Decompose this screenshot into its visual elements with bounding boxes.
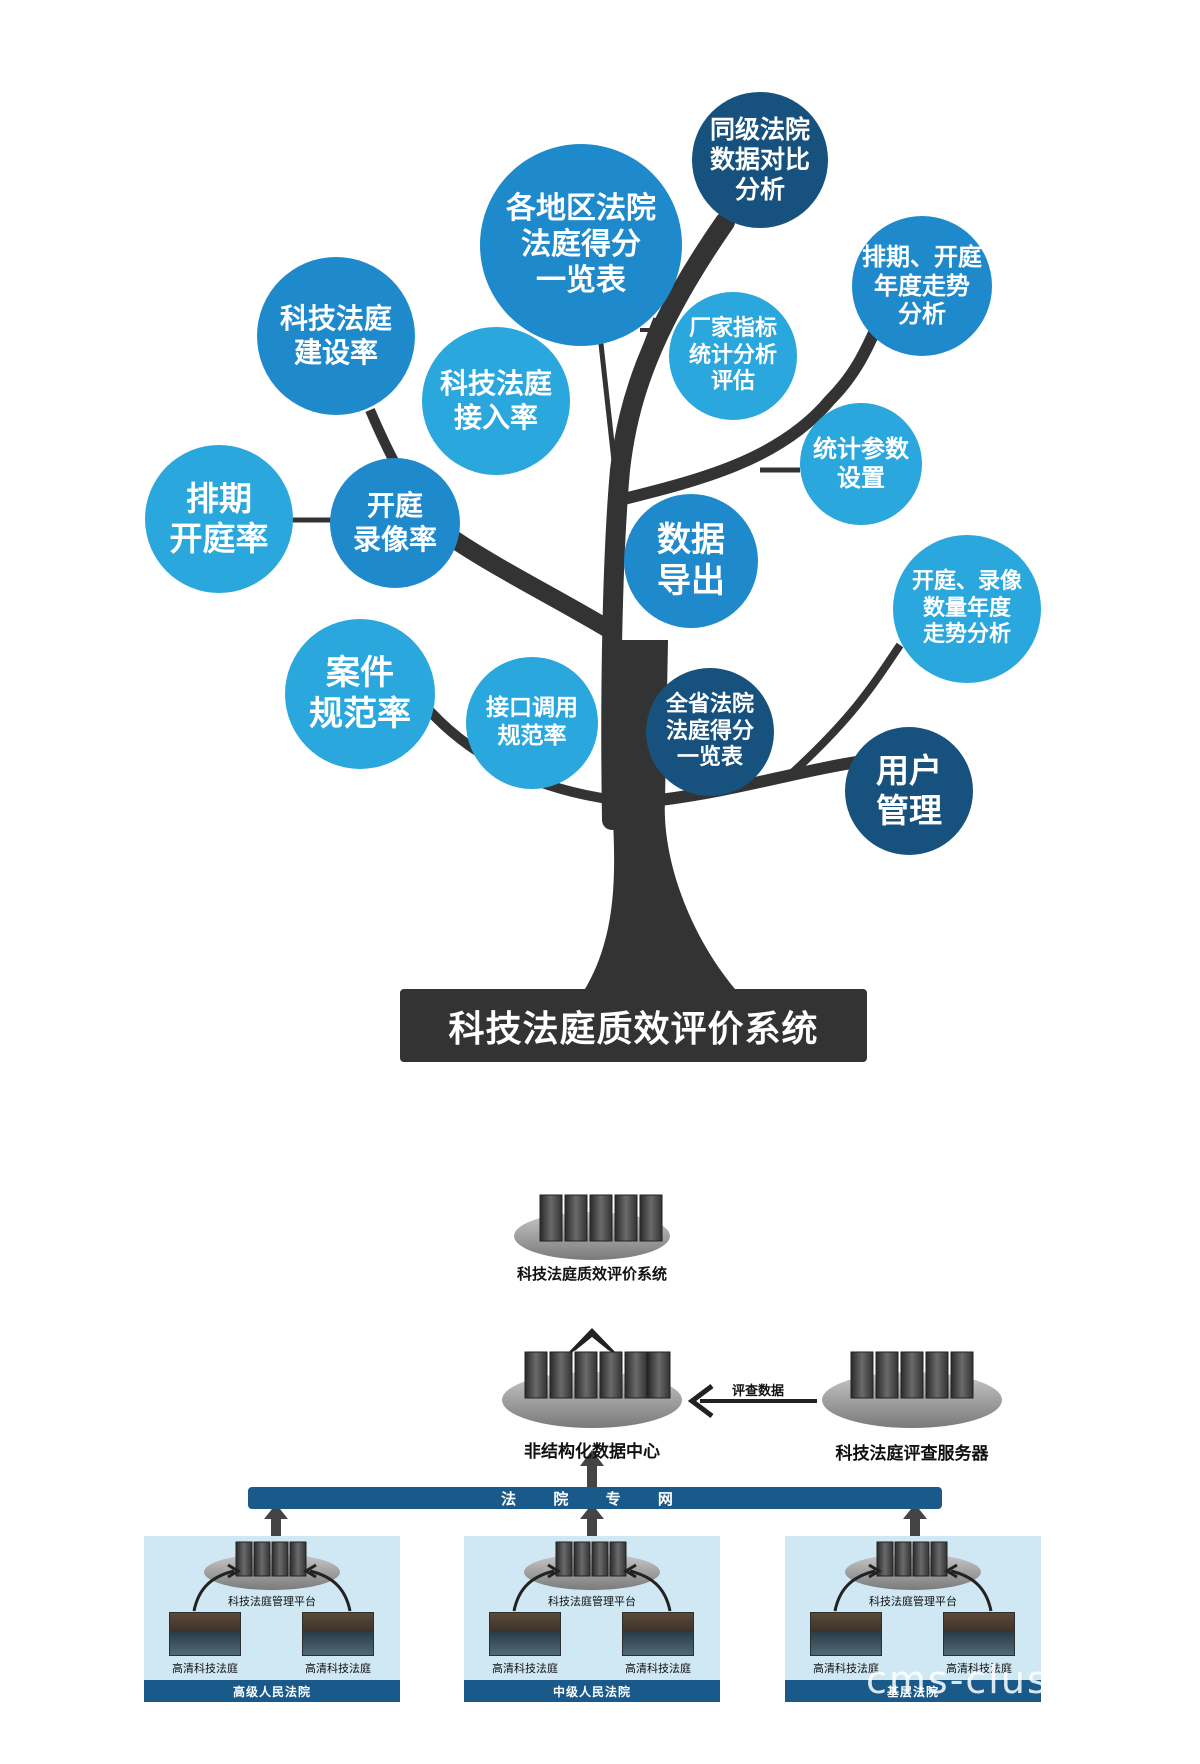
court-network-bar: 法 院 专 网 (248, 1487, 942, 1509)
court-panel-high: 科技法庭管理平台 高清科技法庭 高清科技法庭 高级人民法院 (144, 1536, 400, 1702)
bubble-api-standard-rate: 接口调用 规范率 (466, 657, 598, 789)
court-platform-label: 科技法庭管理平台 (548, 1595, 636, 1608)
court-name: 中级人民法院 (464, 1680, 720, 1702)
tree-root-label: 科技法庭质效评价系统 (400, 989, 867, 1062)
court-platform-label: 科技法庭管理平台 (869, 1595, 957, 1608)
top-system-label: 科技法庭质效评价系统 (516, 1265, 667, 1283)
data-center-node (502, 1351, 682, 1428)
court-panel-intermediate: 科技法庭管理平台 高清科技法庭 高清科技法庭 中级人民法院 (464, 1536, 720, 1702)
data-center-label: 非结构化数据中心 (524, 1442, 660, 1462)
court-room-photo (622, 1612, 694, 1656)
bubble-open-record-trend: 开庭、录像 数量年度 走势分析 (893, 535, 1041, 683)
bubble-stat-params: 统计参数 设置 (800, 403, 922, 525)
bubble-vendor-stats: 厂家指标 统计分析 评估 (669, 292, 797, 420)
tree-trunk (585, 640, 735, 989)
watermark: cms-clus (866, 1658, 1049, 1702)
court-room-label: 高清科技法庭 (946, 1662, 1012, 1675)
review-server-label: 科技法庭评查服务器 (835, 1444, 989, 1464)
review-server-node (822, 1351, 1002, 1428)
bubble-schedule-trend: 排期、开庭 年度走势 分析 (852, 216, 992, 356)
bubble-tech-court-access-rate: 科技法庭 接入率 (422, 327, 570, 475)
bubble-tech-court-build-rate: 科技法庭 建设率 (257, 257, 415, 415)
left-arrow-icon (687, 1384, 714, 1418)
bubble-case-standard-rate: 案件 规范率 (285, 619, 435, 769)
court-room-photo (489, 1612, 561, 1656)
up-arrow-icon (565, 1328, 619, 1356)
bubble-regional-court-scores: 各地区法院 法庭得分 一览表 (480, 144, 682, 346)
court-room-photo (169, 1612, 241, 1656)
court-name: 高级人民法院 (144, 1680, 400, 1702)
bubble-peer-court-compare: 同级法院 数据对比 分析 (692, 92, 828, 228)
court-room-label: 高清科技法庭 (172, 1662, 238, 1675)
court-room-photo (810, 1612, 882, 1656)
court-room-label: 高清科技法庭 (492, 1662, 558, 1675)
bubble-open-record-rate: 开庭 录像率 (330, 458, 460, 588)
bubble-user-management: 用户 管理 (845, 727, 973, 855)
bubble-data-export: 数据 导出 (624, 494, 758, 628)
court-room-label: 高清科技法庭 (813, 1662, 879, 1675)
court-name: 基层法院 (785, 1680, 1041, 1702)
court-room-photo (943, 1612, 1015, 1656)
bubble-schedule-open-rate: 排期 开庭率 (145, 445, 293, 593)
court-panel-basic: 科技法庭管理平台 高清科技法庭 高清科技法庭 基层法院 (785, 1536, 1041, 1702)
top-system-node (514, 1194, 670, 1260)
court-room-label: 高清科技法庭 (625, 1662, 691, 1675)
court-room-photo (302, 1612, 374, 1656)
review-data-label: 评查数据 (731, 1384, 784, 1399)
court-room-label: 高清科技法庭 (305, 1662, 371, 1675)
bubble-province-court-scores: 全省法院 法庭得分 一览表 (646, 668, 774, 796)
court-platform-label: 科技法庭管理平台 (228, 1595, 316, 1608)
